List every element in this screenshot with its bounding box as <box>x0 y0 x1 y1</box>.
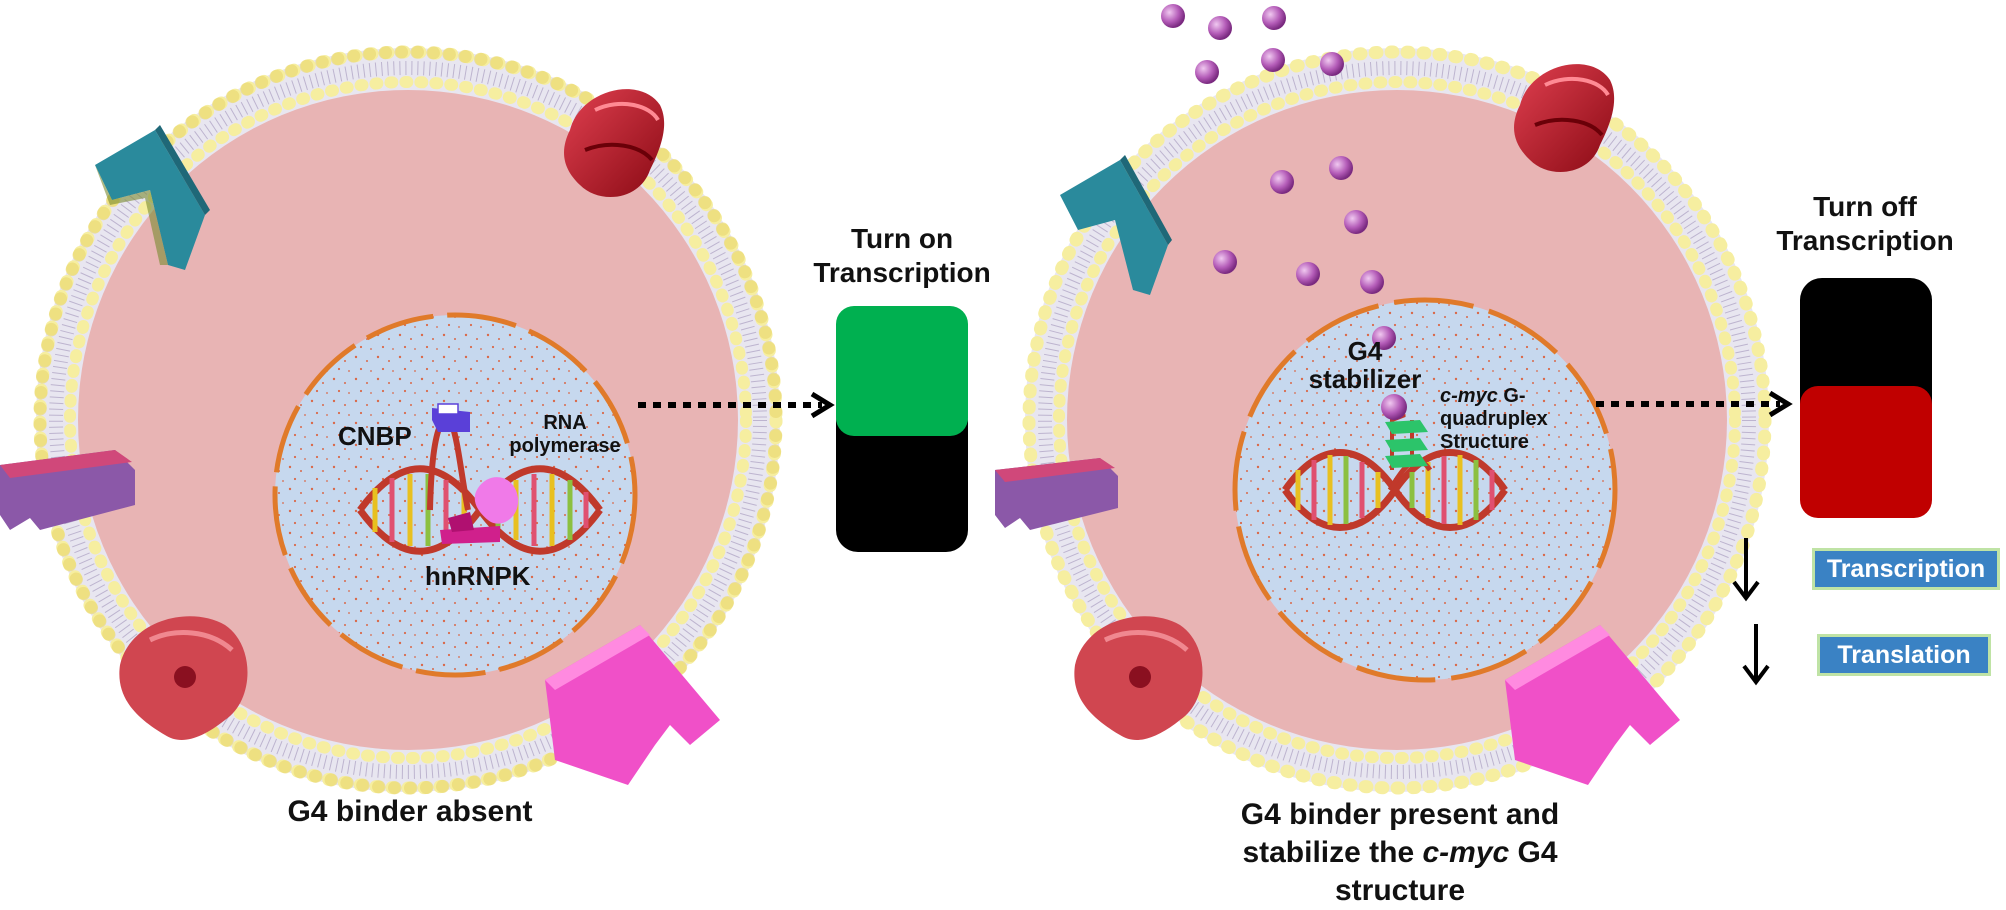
right-membrane-beads-inner <box>1053 76 1741 764</box>
g-quadruplex-structure <box>1385 413 1428 470</box>
right-arrow-head <box>1768 390 1793 418</box>
rna-polymerase-label: RNA polymerase <box>505 412 625 458</box>
left-switch-title: Turn on Transcription <box>790 222 1014 290</box>
cmyc-g-quadruplex-label: c-myc G- quadruplex Structure <box>1440 385 1570 454</box>
left-membrane-tails <box>49 61 767 779</box>
right-caption-line1: G4 binder present and <box>1240 798 1560 831</box>
right-switch-bottom <box>1800 386 1932 518</box>
left-pore-red <box>119 616 248 740</box>
right-switch-title-line2: Transcription <box>1776 225 1954 256</box>
left-switch-bottom <box>836 400 968 552</box>
left-receptor-red <box>564 89 665 197</box>
rna-polymerase-label-line2: polymerase <box>509 435 621 457</box>
rna-polymerase-label-line1: RNA <box>543 412 587 434</box>
down-arrow-transcription <box>1732 538 1760 602</box>
down-arrow-translation <box>1742 624 1770 686</box>
right-nucleus <box>1235 300 1615 680</box>
right-caption-line2-post: G4 <box>1509 836 1558 869</box>
right-channel-teal <box>1060 155 1172 295</box>
right-pump-pink <box>1505 625 1680 785</box>
left-pump-pink <box>545 625 720 785</box>
right-caption: G4 binder present and stabilize the c-my… <box>1170 796 1630 910</box>
cmyc-label-line3: Structure <box>1440 431 1529 453</box>
hnrnpk-label: hnRNPK <box>425 561 531 591</box>
rna-polymerase-protein <box>474 477 519 524</box>
right-caption-line2: stabilize the c-myc G4 <box>1170 834 1630 872</box>
right-receptor-red <box>1514 64 1615 172</box>
left-nuclear-envelope <box>272 312 638 678</box>
left-membrane-beads-inner <box>64 76 752 764</box>
g4-stabilizer-ligands <box>1161 4 1407 420</box>
cnbp-label: CNBP <box>338 421 412 451</box>
hnrnpk-protein-2 <box>448 512 474 532</box>
right-switch-title: Turn off Transcription <box>1752 190 1978 258</box>
right-switch-title-line1: Turn off <box>1813 191 1917 222</box>
left-arrow-head <box>810 391 835 419</box>
left-switch-title-line1: Turn on <box>850 223 954 254</box>
right-transporter-purple <box>995 458 1118 530</box>
right-caption-line2-italic: c-myc <box>1422 836 1510 869</box>
cmyc-label-line1: c-myc G- <box>1440 385 1570 408</box>
right-caption-line3: structure <box>1334 874 1466 907</box>
left-membrane-beads-outer-2 <box>33 45 783 795</box>
cmyc-italic: c-myc <box>1440 385 1498 407</box>
right-membrane-beads-outer <box>1022 45 1772 795</box>
transcription-box: Transcription <box>1812 548 2000 590</box>
cmyc-g-suffix: G- <box>1497 385 1526 407</box>
left-transporter-purple <box>0 450 135 530</box>
translation-box: Translation <box>1817 634 1991 676</box>
right-nuclear-envelope <box>1232 297 1618 683</box>
left-channel-teal <box>95 125 210 270</box>
left-switch-title-line2: Transcription <box>813 257 991 288</box>
left-caption: G4 binder absent <box>287 795 533 828</box>
right-caption-line2-pre: stabilize the <box>1242 836 1423 869</box>
cnbp-white-tag <box>437 403 459 415</box>
left-switch-top <box>836 306 968 436</box>
g4-stabilizer-label-line1: G4 <box>1347 336 1383 366</box>
cmyc-label-line2: quadruplex <box>1440 408 1548 430</box>
left-nucleus <box>275 315 635 675</box>
right-pore-red <box>1074 616 1203 740</box>
g4-stabilizer-label: G4 stabilizer <box>1300 337 1430 393</box>
right-membrane-tails <box>1038 61 1756 779</box>
left-cell <box>33 45 783 795</box>
g4-stabilizer-label-line2: stabilizer <box>1308 364 1422 394</box>
